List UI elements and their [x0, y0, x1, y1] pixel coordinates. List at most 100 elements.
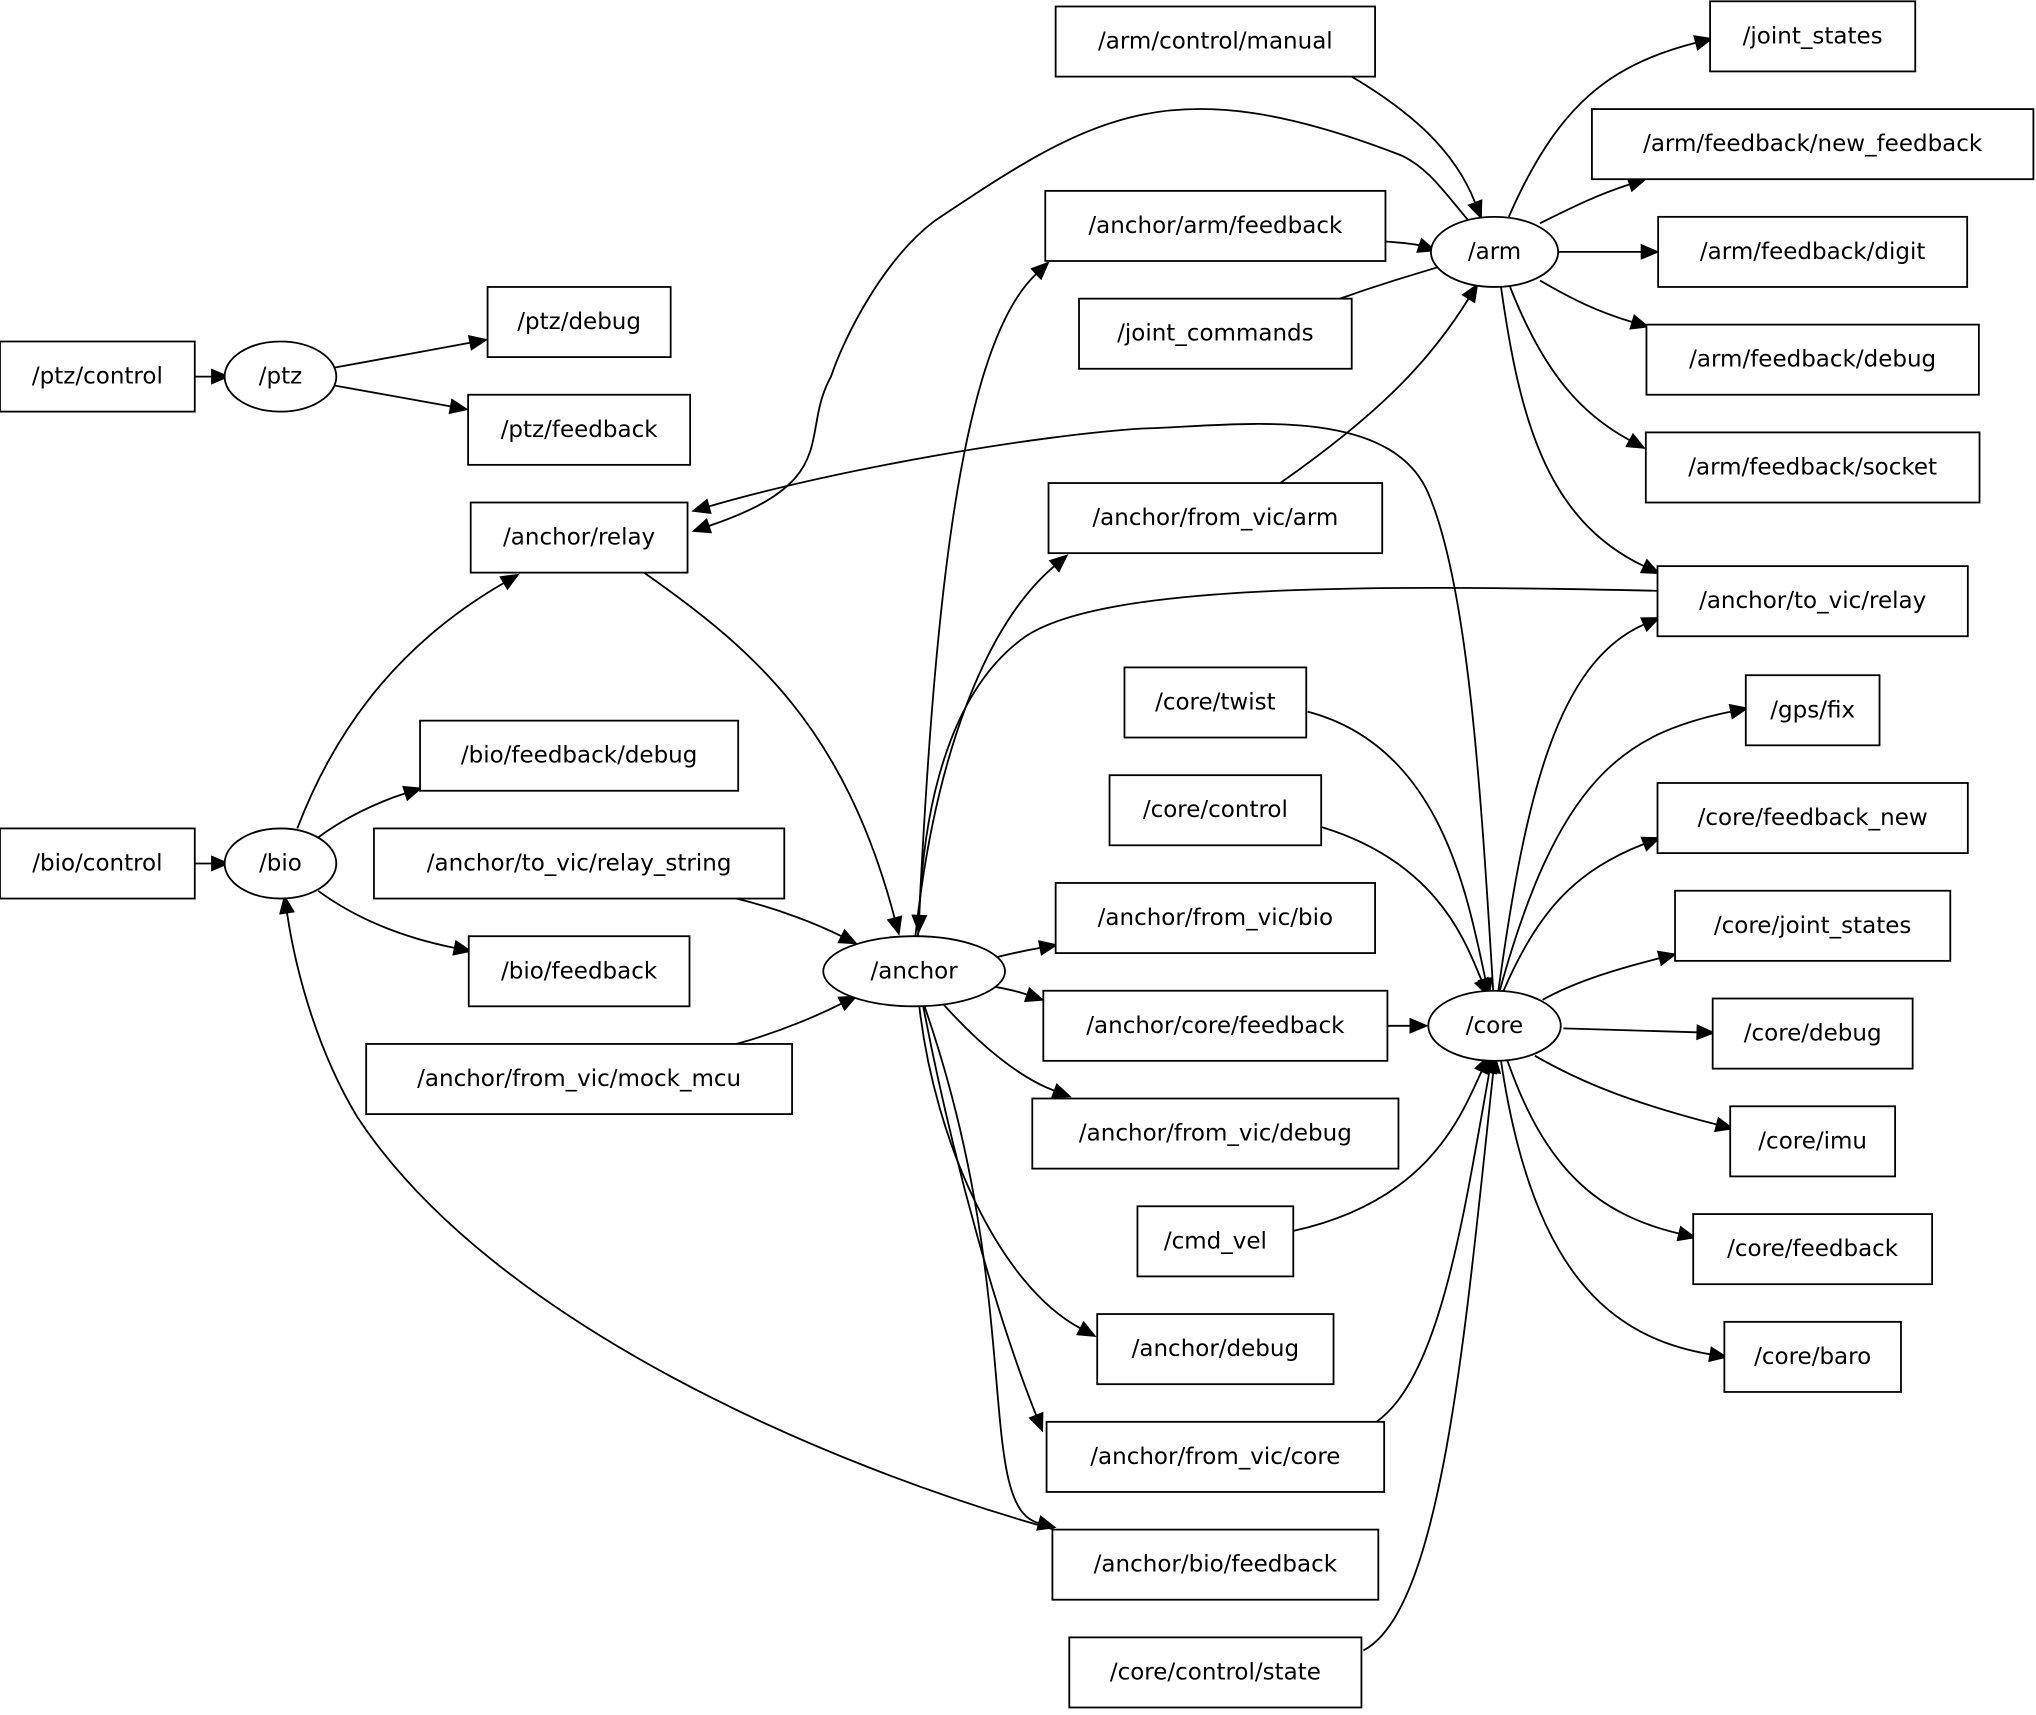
ros-topic-anchor-from-vic-core[interactable]: /anchor/from_vic/core: [1045, 1420, 1386, 1493]
ros-topic-bio-feedback[interactable]: /bio/feedback: [467, 935, 691, 1008]
edge-line: [1539, 279, 1633, 323]
ros-topic-core-feedback[interactable]: /core/feedback: [1692, 1213, 1934, 1286]
edge-arm-to-arm-feedback-debug: [1539, 279, 1650, 330]
ros-topic-arm-control-manual[interactable]: /arm/control/manual: [1054, 5, 1376, 78]
ros-topic-ptz-debug[interactable]: /ptz/debug: [486, 286, 672, 358]
topic-box: [1711, 997, 1914, 1070]
edge-line: [643, 571, 896, 919]
edge-line: [1351, 75, 1476, 203]
ros-node-ptz[interactable]: /ptz: [223, 340, 338, 413]
ros-topic-anchor-from-vic-arm[interactable]: /anchor/from_vic/arm: [1047, 482, 1384, 555]
ros-topic-core-control-state[interactable]: /core/control/state: [1068, 1636, 1363, 1709]
ros-topic-arm-feedback-socket[interactable]: /arm/feedback/socket: [1644, 431, 1981, 504]
ros-topic-anchor-to-vic-relay[interactable]: /anchor/to_vic/relay: [1656, 565, 1969, 638]
arrowhead-icon: [691, 498, 712, 515]
ros-topic-anchor-bio-feedback[interactable]: /anchor/bio/feedback: [1051, 1528, 1380, 1601]
edge-line: [334, 384, 451, 408]
edge-arm-to-anchor-relay: [691, 108, 1470, 534]
topic-box: [1744, 674, 1881, 747]
edge-ptz-control-to-ptz: [194, 368, 231, 385]
ros-node-arm[interactable]: /arm: [1430, 215, 1560, 288]
node-label: /ptz: [259, 364, 302, 390]
node-label: /joint_states: [1743, 23, 1883, 49]
topic-box: [467, 393, 692, 466]
edge-bio-to-bio-feedback: [317, 890, 473, 956]
topic-box: [486, 286, 672, 358]
ros-topic-anchor-to-vic-relay-string[interactable]: /anchor/to_vic/relay_string: [373, 827, 786, 900]
topic-box: [1645, 323, 1980, 396]
arrowhead-icon: [1640, 617, 1661, 633]
ros-topic-joint-commands[interactable]: /joint_commands: [1078, 297, 1353, 370]
ros-topic-core-baro[interactable]: /core/baro: [1723, 1320, 1902, 1393]
topic-box: [1723, 1320, 1902, 1393]
edge-anchor-arm-feedback-to-arm: [1385, 237, 1437, 253]
edge-core-to-core-debug: [1563, 1024, 1716, 1041]
topic-box: [1729, 1105, 1897, 1178]
edge-line: [708, 108, 1470, 527]
ros-topic-joint-states[interactable]: /joint_states: [1709, 0, 1917, 73]
ros-topic-bio-feedback-debug[interactable]: /bio/feedback/debug: [419, 719, 740, 792]
arrowhead-icon: [1708, 1346, 1729, 1363]
ros-topic-core-debug[interactable]: /core/debug: [1711, 997, 1914, 1070]
node-label: /anchor/bio/feedback: [1094, 1552, 1338, 1578]
ros-topic-ptz-control[interactable]: /ptz/control: [0, 340, 196, 413]
edge-anchor-from-vic-arm-to-arm: [1279, 282, 1479, 484]
topic-box: [1709, 0, 1917, 73]
node-label: /ptz/debug: [517, 309, 641, 335]
arrowhead-icon: [211, 855, 231, 872]
ros-topic-core-imu[interactable]: /core/imu: [1729, 1105, 1897, 1178]
edge-arm-to-arm-feedback-digit: [1558, 243, 1660, 260]
edge-anchor-to-anchor-bio-feedback: [923, 1006, 1057, 1531]
arrowhead-icon: [1728, 703, 1749, 720]
ros-topic-arm-feedback-digit[interactable]: /arm/feedback/digit: [1657, 215, 1969, 288]
ros-topic-arm-feedback-new-feedback[interactable]: /arm/feedback/new_feedback: [1591, 108, 2035, 181]
topic-box: [373, 827, 786, 900]
ros-topic-core-control[interactable]: /core/control: [1108, 774, 1323, 847]
ros-topic-ptz-feedback[interactable]: /ptz/feedback: [467, 393, 692, 466]
ros-topic-anchor-from-vic-bio[interactable]: /anchor/from_vic/bio: [1054, 882, 1376, 954]
ros-topic-anchor-from-vic-debug[interactable]: /anchor/from_vic/debug: [1031, 1097, 1400, 1170]
node-label: /core/twist: [1155, 689, 1276, 715]
ros-topic-core-feedback-new[interactable]: /core/feedback_new: [1656, 782, 1969, 854]
topic-box: [1054, 5, 1376, 78]
edge-line: [943, 1004, 1055, 1092]
node-label: /core/debug: [1744, 1021, 1882, 1047]
node-label: /ptz/feedback: [501, 417, 659, 443]
node-label: /anchor/core/feedback: [1086, 1013, 1345, 1039]
node-ellipse: [223, 827, 338, 900]
ros-topic-gps-fix[interactable]: /gps/fix: [1744, 674, 1881, 747]
arrowhead-icon: [1030, 261, 1050, 281]
node-ellipse: [822, 935, 1006, 1008]
edge-core-to-core-imu: [1534, 1054, 1735, 1133]
ros-topic-anchor-arm-feedback[interactable]: /anchor/arm/feedback: [1044, 189, 1387, 262]
edge-core-to-core-feedback: [1506, 1060, 1697, 1242]
arrowhead-icon: [1051, 1082, 1072, 1099]
ros-topic-arm-feedback-debug[interactable]: /arm/feedback/debug: [1645, 323, 1980, 396]
ros-topic-bio-control[interactable]: /bio/control: [0, 827, 196, 900]
arrowhead-icon: [1656, 950, 1678, 967]
edges-layer: [194, 35, 1749, 1652]
topic-box: [1054, 882, 1376, 954]
ros-topic-anchor-debug[interactable]: /anchor/debug: [1096, 1313, 1335, 1386]
ros-topic-core-joint-states[interactable]: /core/joint_states: [1674, 889, 1952, 962]
edge-anchor-from-vic-mock-mcu-to-anchor: [735, 995, 858, 1045]
ros-topic-anchor-relay[interactable]: /anchor/relay: [469, 501, 689, 574]
node-label: /core/feedback_new: [1698, 805, 1928, 831]
ros-topic-anchor-core-feedback[interactable]: /anchor/core/feedback: [1042, 989, 1389, 1062]
arrowhead-icon: [211, 368, 231, 385]
ros-node-bio[interactable]: /bio: [223, 827, 338, 900]
topic-box: [419, 719, 740, 792]
edge-arm-to-anchor-to-vic-relay: [1500, 286, 1661, 575]
arrowhead-icon: [691, 518, 713, 534]
ros-node-anchor[interactable]: /anchor: [822, 935, 1006, 1008]
ros-node-core[interactable]: /core: [1427, 989, 1562, 1062]
ros-topic-cmd-vel[interactable]: /cmd_vel: [1136, 1205, 1295, 1278]
node-label: /bio: [259, 850, 302, 876]
node-label: /anchor/relay: [503, 525, 655, 551]
arrowhead-icon: [1467, 199, 1483, 220]
edge-line: [1509, 286, 1631, 441]
arrowhead-icon: [1696, 1024, 1716, 1041]
ros-topic-anchor-from-vic-mock-mcu[interactable]: /anchor/from_vic/mock_mcu: [365, 1043, 793, 1115]
ros-topic-core-twist[interactable]: /core/twist: [1123, 666, 1308, 739]
